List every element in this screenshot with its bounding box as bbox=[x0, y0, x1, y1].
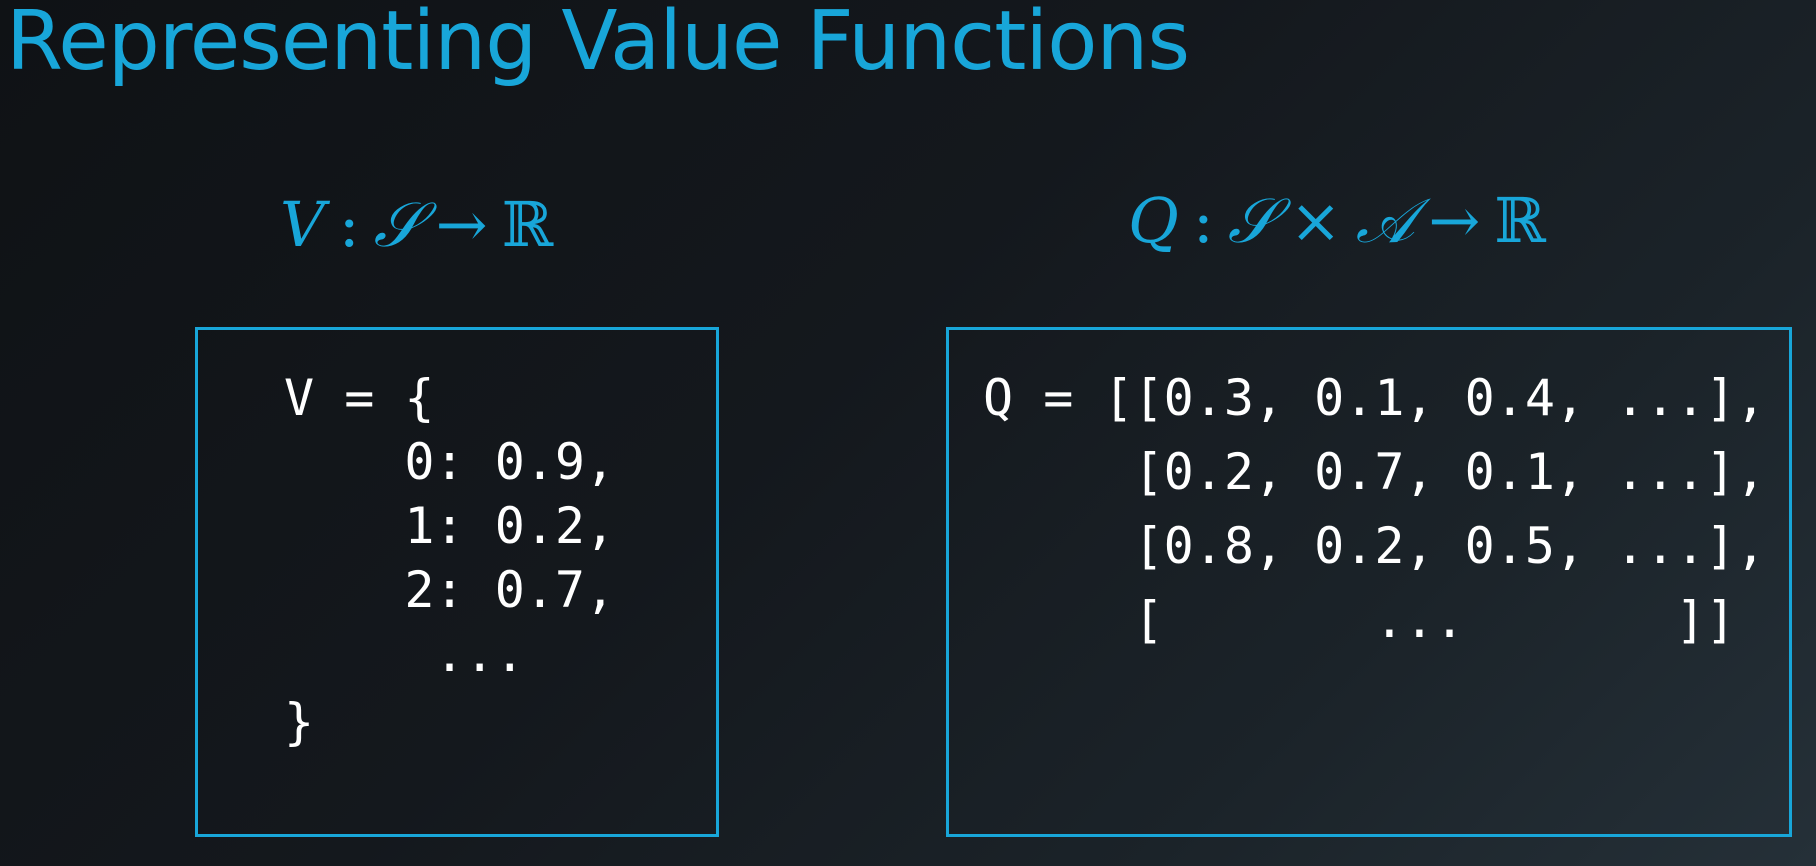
slide-title: Representing Value Functions bbox=[6, 0, 1190, 89]
state-space-symbol: 𝒮 bbox=[1227, 184, 1276, 257]
code-line: ... bbox=[284, 625, 525, 683]
real-numbers-symbol: ℝ bbox=[1494, 184, 1546, 257]
state-value-function-signature: V : 𝒮 → ℝ bbox=[280, 188, 553, 262]
code-line: } bbox=[284, 693, 315, 751]
cartesian-product-symbol: × bbox=[1289, 184, 1342, 257]
code-line: Q = [[0.3, 0.1, 0.4, ...], bbox=[983, 369, 1766, 427]
code-line: [0.8, 0.2, 0.5, ...], bbox=[983, 517, 1766, 575]
real-numbers-symbol: ℝ bbox=[501, 188, 554, 261]
code-line: 1: 0.2, bbox=[284, 497, 616, 555]
v-colon: : bbox=[338, 188, 360, 261]
q-arrow: → bbox=[1428, 184, 1481, 257]
v-arrow: → bbox=[435, 188, 488, 261]
action-space-symbol: 𝒜 bbox=[1355, 184, 1415, 257]
code-line: [0.2, 0.7, 0.1, ...], bbox=[983, 443, 1766, 501]
q-table-box: Q = [[0.3, 0.1, 0.4, ...], [0.2, 0.7, 0.… bbox=[946, 327, 1792, 837]
v-symbol: V bbox=[280, 188, 325, 261]
code-line: V = { bbox=[284, 369, 435, 427]
state-space-symbol: 𝒮 bbox=[373, 188, 422, 261]
code-line: [ ... ]] bbox=[983, 591, 1736, 649]
q-colon: : bbox=[1192, 184, 1214, 257]
code-line: 0: 0.9, bbox=[284, 433, 616, 491]
q-symbol: Q bbox=[1128, 184, 1179, 257]
code-line: 2: 0.7, bbox=[284, 561, 616, 619]
v-dictionary-box: V = { 0: 0.9, 1: 0.2, 2: 0.7, ... } bbox=[195, 327, 719, 837]
action-value-function-signature: Q : 𝒮 × 𝒜 → ℝ bbox=[1128, 184, 1546, 258]
